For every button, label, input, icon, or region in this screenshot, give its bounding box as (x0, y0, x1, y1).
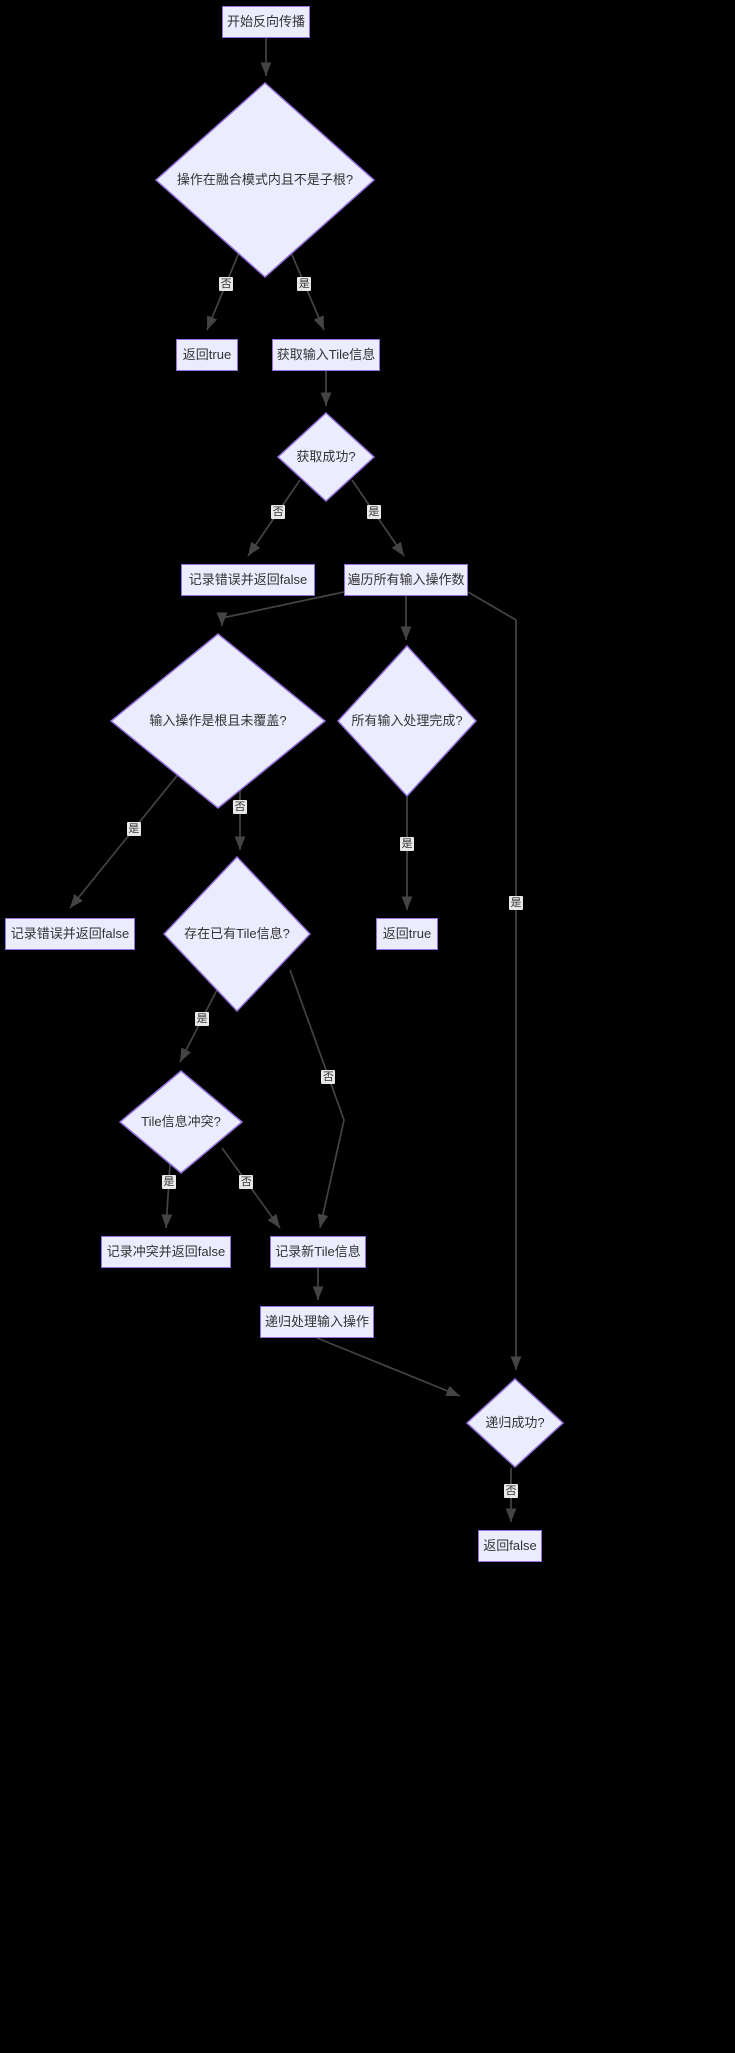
edge-label: 否 (271, 504, 286, 519)
node-label: 返回false (483, 1538, 537, 1554)
node-label: 记录新Tile信息 (275, 1244, 361, 1260)
edge-label: 否 (321, 1069, 336, 1084)
node-label: 操作在融合模式内且不是子根? (176, 172, 354, 188)
edge-label: 是 (126, 822, 141, 837)
edge-label: 否 (233, 800, 247, 815)
diamond-shape (277, 412, 375, 502)
node-label: 获取成功? (296, 449, 356, 465)
process-node[interactable]: 记录新Tile信息 (270, 1236, 366, 1268)
process-node[interactable]: 遍历所有输入操作数 (344, 564, 468, 596)
node-label: Tile信息冲突? (141, 1114, 221, 1130)
process-node[interactable]: 返回true (376, 918, 438, 950)
decision-node[interactable]: 存在已有Tile信息? (163, 856, 311, 1012)
edge-label: 是 (509, 895, 523, 910)
diamond-shape (163, 856, 311, 1012)
decision-node[interactable]: 输入操作是根且未覆盖? (110, 633, 326, 809)
node-label: 递归成功? (485, 1415, 545, 1431)
edge-label: 是 (366, 504, 381, 519)
edge-label: 否 (504, 1483, 518, 1498)
decision-node[interactable]: 操作在融合模式内且不是子根? (155, 82, 375, 278)
decision-node[interactable]: Tile信息冲突? (119, 1070, 243, 1174)
diamond-shape (155, 82, 375, 278)
process-node[interactable]: 递归处理输入操作 (260, 1306, 374, 1338)
flow-edge (216, 591, 345, 626)
edge-label: 否 (239, 1174, 254, 1189)
flow-edge (316, 1337, 461, 1397)
decision-node[interactable]: 所有输入处理完成? (337, 645, 477, 797)
node-label: 记录错误并返回false (188, 572, 308, 588)
diamond-shape (337, 645, 477, 797)
edge-label: 否 (219, 276, 234, 291)
node-label: 获取输入Tile信息 (276, 347, 376, 363)
process-node[interactable]: 返回true (176, 339, 238, 371)
diamond-shape (466, 1378, 564, 1468)
node-label: 递归处理输入操作 (265, 1314, 370, 1330)
node-label: 遍历所有输入操作数 (347, 572, 465, 588)
edge-label: 是 (195, 1012, 210, 1027)
decision-node[interactable]: 获取成功? (277, 412, 375, 502)
process-node[interactable]: 获取输入Tile信息 (272, 339, 380, 371)
process-node[interactable]: 记录冲突并返回false (101, 1236, 231, 1268)
edge-label: 是 (161, 1174, 176, 1189)
node-label: 所有输入处理完成? (351, 713, 463, 729)
process-node[interactable]: 记录错误并返回false (181, 564, 315, 596)
node-label: 记录错误并返回false (10, 926, 130, 942)
node-label: 开始反向传播 (227, 14, 306, 30)
diamond-shape (119, 1070, 243, 1174)
process-node[interactable]: 记录错误并返回false (5, 918, 135, 950)
node-label: 返回true (382, 926, 432, 942)
process-node[interactable]: 开始反向传播 (222, 6, 310, 38)
node-label: 返回true (182, 347, 232, 363)
node-label: 存在已有Tile信息? (184, 926, 290, 942)
edge-label: 是 (400, 837, 414, 852)
process-node[interactable]: 返回false (478, 1530, 542, 1562)
edge-label: 是 (297, 276, 312, 291)
node-label: 记录冲突并返回false (106, 1244, 226, 1260)
node-label: 输入操作是根且未覆盖? (149, 713, 287, 729)
diamond-shape (110, 633, 326, 809)
decision-node[interactable]: 递归成功? (466, 1378, 564, 1468)
